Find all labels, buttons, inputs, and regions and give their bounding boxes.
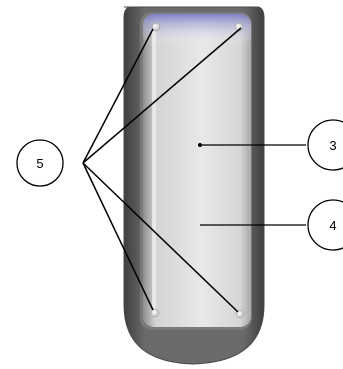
callout-4-label: 4 (329, 218, 336, 233)
panel-surface (143, 14, 251, 327)
leader-lines-5 (82, 27, 242, 313)
screw-bottom-left (150, 308, 160, 318)
callout-4: 4 (307, 199, 343, 251)
screw-top-left (151, 22, 161, 32)
callout-5: 5 (16, 139, 64, 187)
panel-top-tint (143, 14, 251, 46)
screw-top-right (234, 22, 244, 32)
callout-5-label: 5 (36, 156, 43, 171)
panel-left-highlight (152, 30, 156, 315)
callout-3: 3 (307, 119, 343, 171)
callout-3-label: 3 (329, 138, 336, 153)
